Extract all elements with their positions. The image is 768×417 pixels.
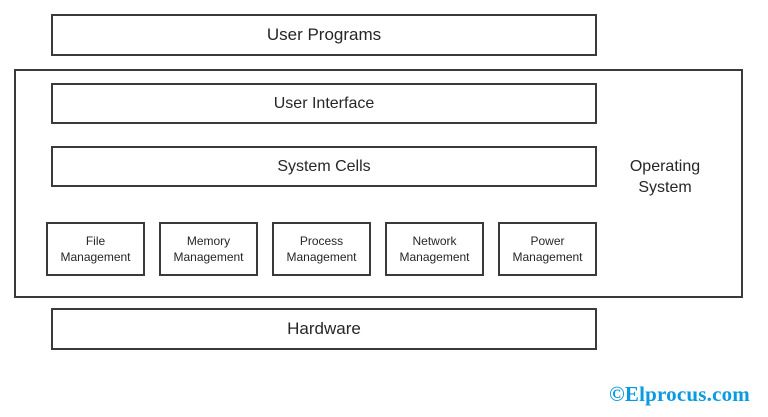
power-management-label-line1: Power xyxy=(530,233,565,248)
file-management-box: File Management xyxy=(46,222,145,276)
power-management-label-line2: Management xyxy=(512,250,583,264)
hardware-box: Hardware xyxy=(51,308,597,350)
network-management-label-line2: Management xyxy=(399,250,470,264)
user-interface-label: User Interface xyxy=(273,94,375,112)
hardware-label: Hardware xyxy=(287,318,361,338)
memory-management-label-line2: Management xyxy=(173,250,244,264)
file-management-label-line2: Management xyxy=(60,250,131,264)
memory-management-label-line1: Memory xyxy=(186,233,231,248)
network-management-label-line1: Network xyxy=(412,233,457,248)
system-cells-box: System Cells xyxy=(51,146,597,187)
process-management-label-line2: Management xyxy=(286,250,357,264)
file-management-label-line1: File xyxy=(85,233,106,248)
system-cells-label: System Cells xyxy=(277,157,371,175)
user-interface-box: User Interface xyxy=(51,83,597,124)
operating-system-label: Operating System xyxy=(629,158,701,196)
power-management-box: Power Management xyxy=(498,222,597,276)
user-programs-label: User Programs xyxy=(266,24,382,44)
user-programs-box: User Programs xyxy=(51,14,597,56)
process-management-box: Process Management xyxy=(272,222,371,276)
management-modules-row: File Management Memory Management Proces… xyxy=(46,222,597,276)
process-management-label-line1: Process xyxy=(299,233,344,248)
watermark-elprocus: ©Elprocus.com xyxy=(609,382,750,406)
memory-management-box: Memory Management xyxy=(159,222,258,276)
network-management-box: Network Management xyxy=(385,222,484,276)
